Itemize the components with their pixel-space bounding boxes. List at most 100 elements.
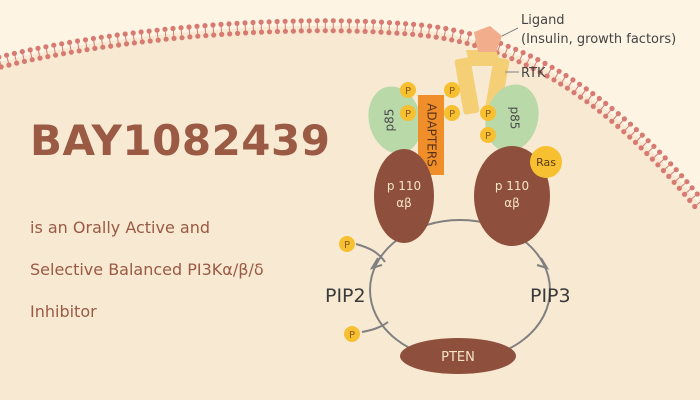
phosphate-label: P	[405, 86, 411, 97]
membrane-tail	[625, 125, 630, 131]
membrane-tail	[69, 44, 72, 50]
membrane-tail	[22, 53, 25, 60]
membrane-tail	[45, 49, 48, 55]
membrane-tail	[600, 105, 605, 110]
membrane-head-dot	[596, 108, 603, 114]
membrane-tail	[164, 31, 167, 37]
phosphate-release-curve-top	[355, 243, 386, 263]
membrane-head-dot	[106, 33, 112, 39]
membrane-head-dot	[131, 40, 137, 46]
membrane-head-dot	[427, 23, 433, 29]
membrane-head-dot	[187, 34, 193, 40]
membrane-head-dot	[346, 28, 352, 34]
membrane-head-dot	[627, 121, 634, 127]
membrane-tail	[188, 29, 191, 35]
membrane-head-dot	[563, 72, 569, 79]
membrane-head-dot	[509, 56, 515, 62]
membrane-head-dot	[638, 145, 644, 151]
membrane-head-dot	[378, 29, 384, 35]
membrane-head-dot	[314, 18, 320, 24]
membrane-tail	[6, 57, 9, 63]
subtitle-line-1: is an Orally Active and	[30, 218, 210, 237]
subtitle-line-3: Inhibitor	[30, 302, 97, 321]
membrane-head-dot	[441, 35, 447, 42]
ligand-sub-label: (Insulin, growth factors)	[521, 32, 676, 47]
membrane-head-dot	[210, 22, 216, 28]
membrane-head-dot	[603, 113, 609, 119]
phosphate-label: P	[449, 109, 455, 120]
membrane-tail	[653, 153, 659, 158]
membrane-tail	[619, 120, 624, 125]
membrane-head-dot	[84, 47, 90, 53]
membrane-head-dot	[330, 28, 336, 34]
membrane-head-dot	[668, 161, 674, 167]
membrane-head-dot	[433, 34, 439, 40]
membrane-head-dot	[456, 38, 462, 45]
membrane-head-dot	[544, 73, 550, 79]
membrane-head-dot	[403, 21, 409, 27]
membrane-head-dot	[170, 25, 176, 32]
p110-left-label: p 110	[387, 179, 421, 193]
cell-membrane	[0, 18, 700, 210]
membrane-head-dot	[687, 197, 693, 203]
cycle-arrow-left	[369, 257, 383, 270]
membrane-head-dot	[274, 18, 280, 25]
membrane-tail	[117, 37, 119, 43]
membrane-head-dot	[662, 155, 668, 161]
membrane-head-dot	[219, 31, 225, 37]
phosphate-marker: P	[444, 105, 460, 121]
membrane-tail	[77, 43, 80, 49]
membrane-head-dot	[0, 54, 2, 60]
membrane-head-dot	[402, 31, 408, 37]
membrane-tail	[664, 165, 670, 170]
membrane-head-dot	[354, 28, 360, 34]
membrane-tail	[613, 115, 618, 120]
membrane-head-dot	[621, 129, 627, 135]
membrane-head-dot	[123, 41, 130, 47]
membrane-head-dot	[443, 25, 449, 32]
membrane-head-dot	[226, 21, 232, 27]
membrane-tail	[443, 30, 446, 36]
membrane-head-dot	[418, 32, 424, 38]
membrane-head-dot	[639, 132, 645, 138]
membrane-head-dot	[27, 47, 33, 53]
membrane-head-dot	[68, 49, 74, 55]
membrane-tail	[420, 27, 422, 33]
membrane-head-dot	[19, 49, 25, 55]
membrane-head-dot	[564, 85, 571, 91]
cycle-arrow-right	[536, 257, 550, 270]
membrane-tail	[670, 171, 675, 176]
membrane-head-dot	[163, 36, 169, 42]
membrane-head-dot	[108, 43, 114, 49]
membrane-head-dot	[258, 29, 265, 35]
page-title: BAY1082439	[30, 116, 331, 165]
membrane-tail	[61, 46, 64, 52]
membrane-head-dot	[178, 25, 184, 31]
membrane-head-dot	[354, 18, 360, 24]
membrane-tail	[659, 159, 664, 164]
membrane-head-dot	[155, 37, 161, 43]
membrane-tail	[588, 95, 592, 100]
membrane-head-dot	[513, 46, 519, 53]
membrane-head-dot	[615, 123, 621, 129]
membrane-tail	[436, 29, 438, 35]
membrane-head-dot	[684, 179, 690, 185]
membrane-head-dot	[370, 29, 376, 35]
membrane-head-dot	[378, 19, 385, 25]
membrane-head-dot	[4, 52, 10, 58]
p85-right-shape	[485, 84, 539, 152]
membrane-tail	[680, 183, 686, 187]
membrane-tail	[504, 48, 508, 54]
membrane-head-dot	[530, 65, 536, 72]
membrane-tail	[140, 34, 143, 40]
membrane-head-dot	[633, 127, 640, 133]
membrane-head-dot	[6, 62, 12, 68]
membrane-head-dot	[266, 29, 273, 35]
membrane-head-dot	[505, 43, 511, 49]
membrane-head-dot	[0, 64, 4, 70]
rtk-label: RTK	[521, 66, 546, 81]
membrane-head-dot	[537, 69, 543, 75]
membrane-head-dot	[154, 27, 160, 33]
membrane-head-dot	[603, 100, 609, 106]
phosphate-label: P	[349, 330, 355, 341]
